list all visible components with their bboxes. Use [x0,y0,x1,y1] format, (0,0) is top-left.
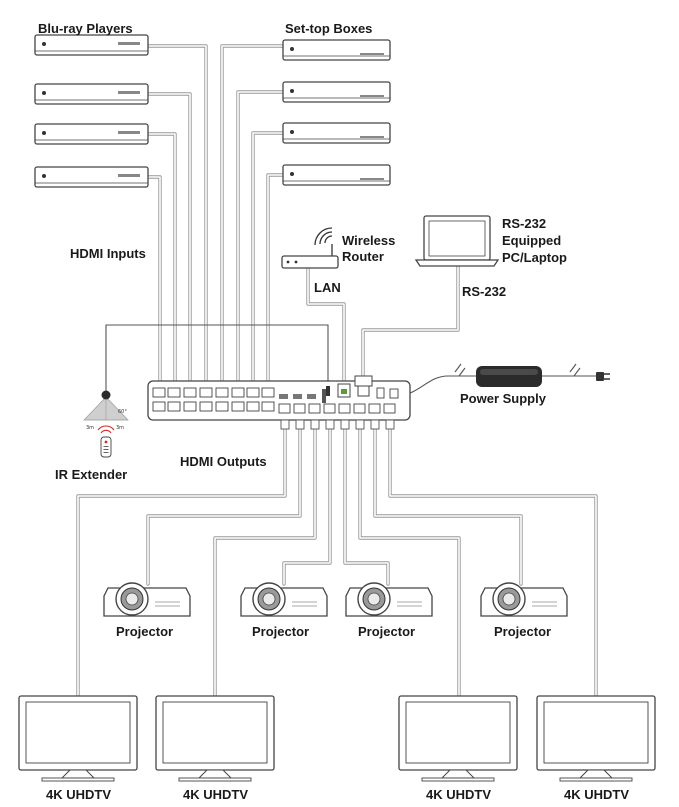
laptop [414,215,500,267]
hdmi-inputs-label: HDMI Inputs [70,246,146,261]
ir-angle-label: 60° [118,409,127,415]
matrix-switcher [147,375,411,430]
settop-box [282,122,391,144]
uhdtv-label: 4K UHDTV [46,787,111,802]
projector [103,582,191,617]
settop-boxes-label: Set-top Boxes [285,21,372,36]
ir-range-label-left: 3m [86,425,94,431]
rs232-label: RS-232 [462,284,506,299]
ir-range-label-right: 3m [116,425,124,431]
settop-box [282,81,391,103]
power-supply [476,366,542,387]
projector-label: Projector [358,624,415,639]
pc-label-line3: PC/Laptop [502,250,567,265]
remote-control-icon [100,436,112,458]
hdmi-output-cables [76,426,598,697]
bluray-player [34,34,149,56]
wireless-router-label-line1: Wireless [342,233,395,248]
lan-cable [306,264,346,386]
ir-extender-label: IR Extender [55,467,127,482]
hdmi-input-cables [146,44,285,390]
wireless-router-label-line2: Router [342,249,384,264]
pc-label-line1: RS-232 [502,216,546,231]
wifi-icon [314,227,333,246]
projector [345,582,433,617]
bluray-player [34,123,149,145]
uhdtv [398,695,518,782]
hdmi-input-ports [152,387,275,412]
rs232-cable [361,264,460,378]
uhdtv-label: 4K UHDTV [426,787,491,802]
lan-label: LAN [314,280,341,295]
projector-label: Projector [252,624,309,639]
uhdtv-label: 4K UHDTV [564,787,629,802]
wireless-router [281,227,339,269]
settop-box [282,164,391,186]
uhdtv [536,695,656,782]
bluray-player [34,166,149,188]
projector-label: Projector [494,624,551,639]
uhdtv [18,695,138,782]
power-plug-icon [596,372,610,381]
uhdtv-label: 4K UHDTV [183,787,248,802]
settop-box [282,39,391,61]
ir-extender-cable [105,324,329,392]
projector [480,582,568,617]
bluray-player [34,83,149,105]
power-supply-label: Power Supply [460,391,547,406]
uhdtv [155,695,275,782]
hdmi-outputs-label: HDMI Outputs [180,454,267,469]
hdmi-output-ports [278,403,396,414]
projector [240,582,328,617]
ir-signal-icon [97,425,115,434]
ir-extender: 60° 3m 3m [83,390,129,458]
pc-label-line2: Equipped [502,233,561,248]
projector-label: Projector [116,624,173,639]
bluray-players-label: Blu-ray Players [38,21,133,36]
